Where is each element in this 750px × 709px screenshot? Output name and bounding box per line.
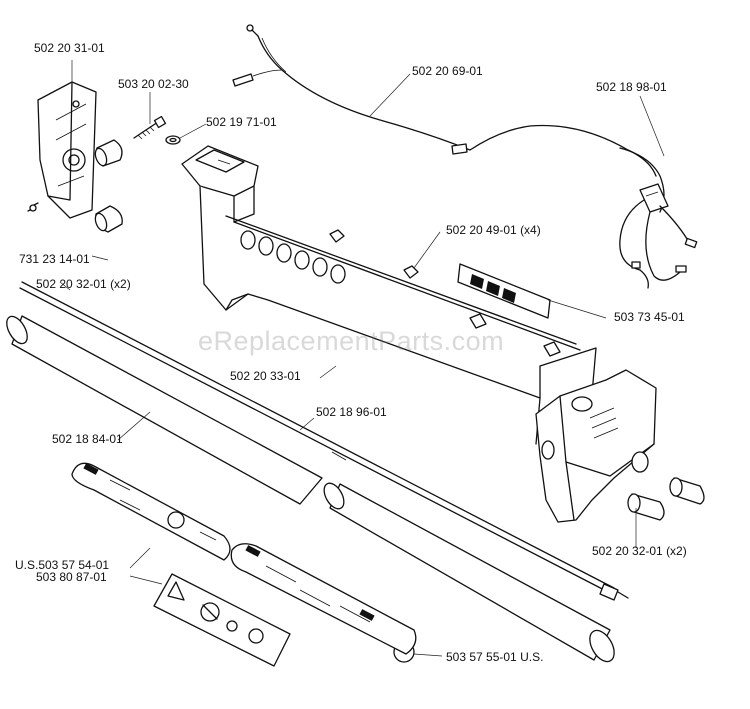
leader-lines [59, 60, 665, 657]
label-decal-tube: 503 57 55-01 U.S. [446, 650, 544, 664]
label-plug-right: 502 20 32-01 (x2) [592, 544, 687, 558]
label-clip: 502 20 49-01 (x4) [446, 223, 541, 237]
clip-parts [329, 229, 561, 357]
label-cable: 502 20 69-01 [412, 64, 483, 78]
decal-tube-part [230, 543, 417, 655]
washer-part [165, 135, 181, 145]
plugs-right [627, 477, 705, 521]
label-bracket: 502 20 31-01 [34, 41, 105, 55]
label-housing: 502 20 33-01 [230, 369, 301, 383]
decal-warning-part [153, 573, 291, 667]
screw-part [133, 115, 167, 140]
label-screw: 503 20 02-30 [118, 77, 189, 91]
decal-us-part [71, 462, 231, 561]
shaft-part [19, 281, 629, 601]
label-shaft: 502 18 96-01 [316, 405, 387, 419]
label-nut: 731 23 14-01 [19, 252, 90, 266]
housing-vent-holes [240, 230, 346, 284]
label-logo-decal: 503 73 45-01 [614, 310, 685, 324]
label-harness: 502 18 98-01 [596, 80, 667, 94]
logo-decal-part [457, 263, 551, 319]
label-washer: 502 19 71-01 [206, 115, 277, 129]
plugs-left [27, 139, 123, 233]
harness-part [619, 147, 698, 289]
label-plug-left: 502 20 32-01 (x2) [36, 277, 131, 291]
label-decal-us: U.S.503 57 54-01 [15, 558, 110, 572]
label-tube: 502 18 84-01 [52, 432, 123, 446]
tube-part [6, 315, 615, 663]
watermark: eReplacementParts.com [198, 326, 505, 356]
cable-part [232, 24, 657, 177]
label-decal-warning: 503 80 87-01 [36, 570, 107, 584]
bracket-part [37, 81, 97, 219]
housing-part [181, 145, 657, 523]
